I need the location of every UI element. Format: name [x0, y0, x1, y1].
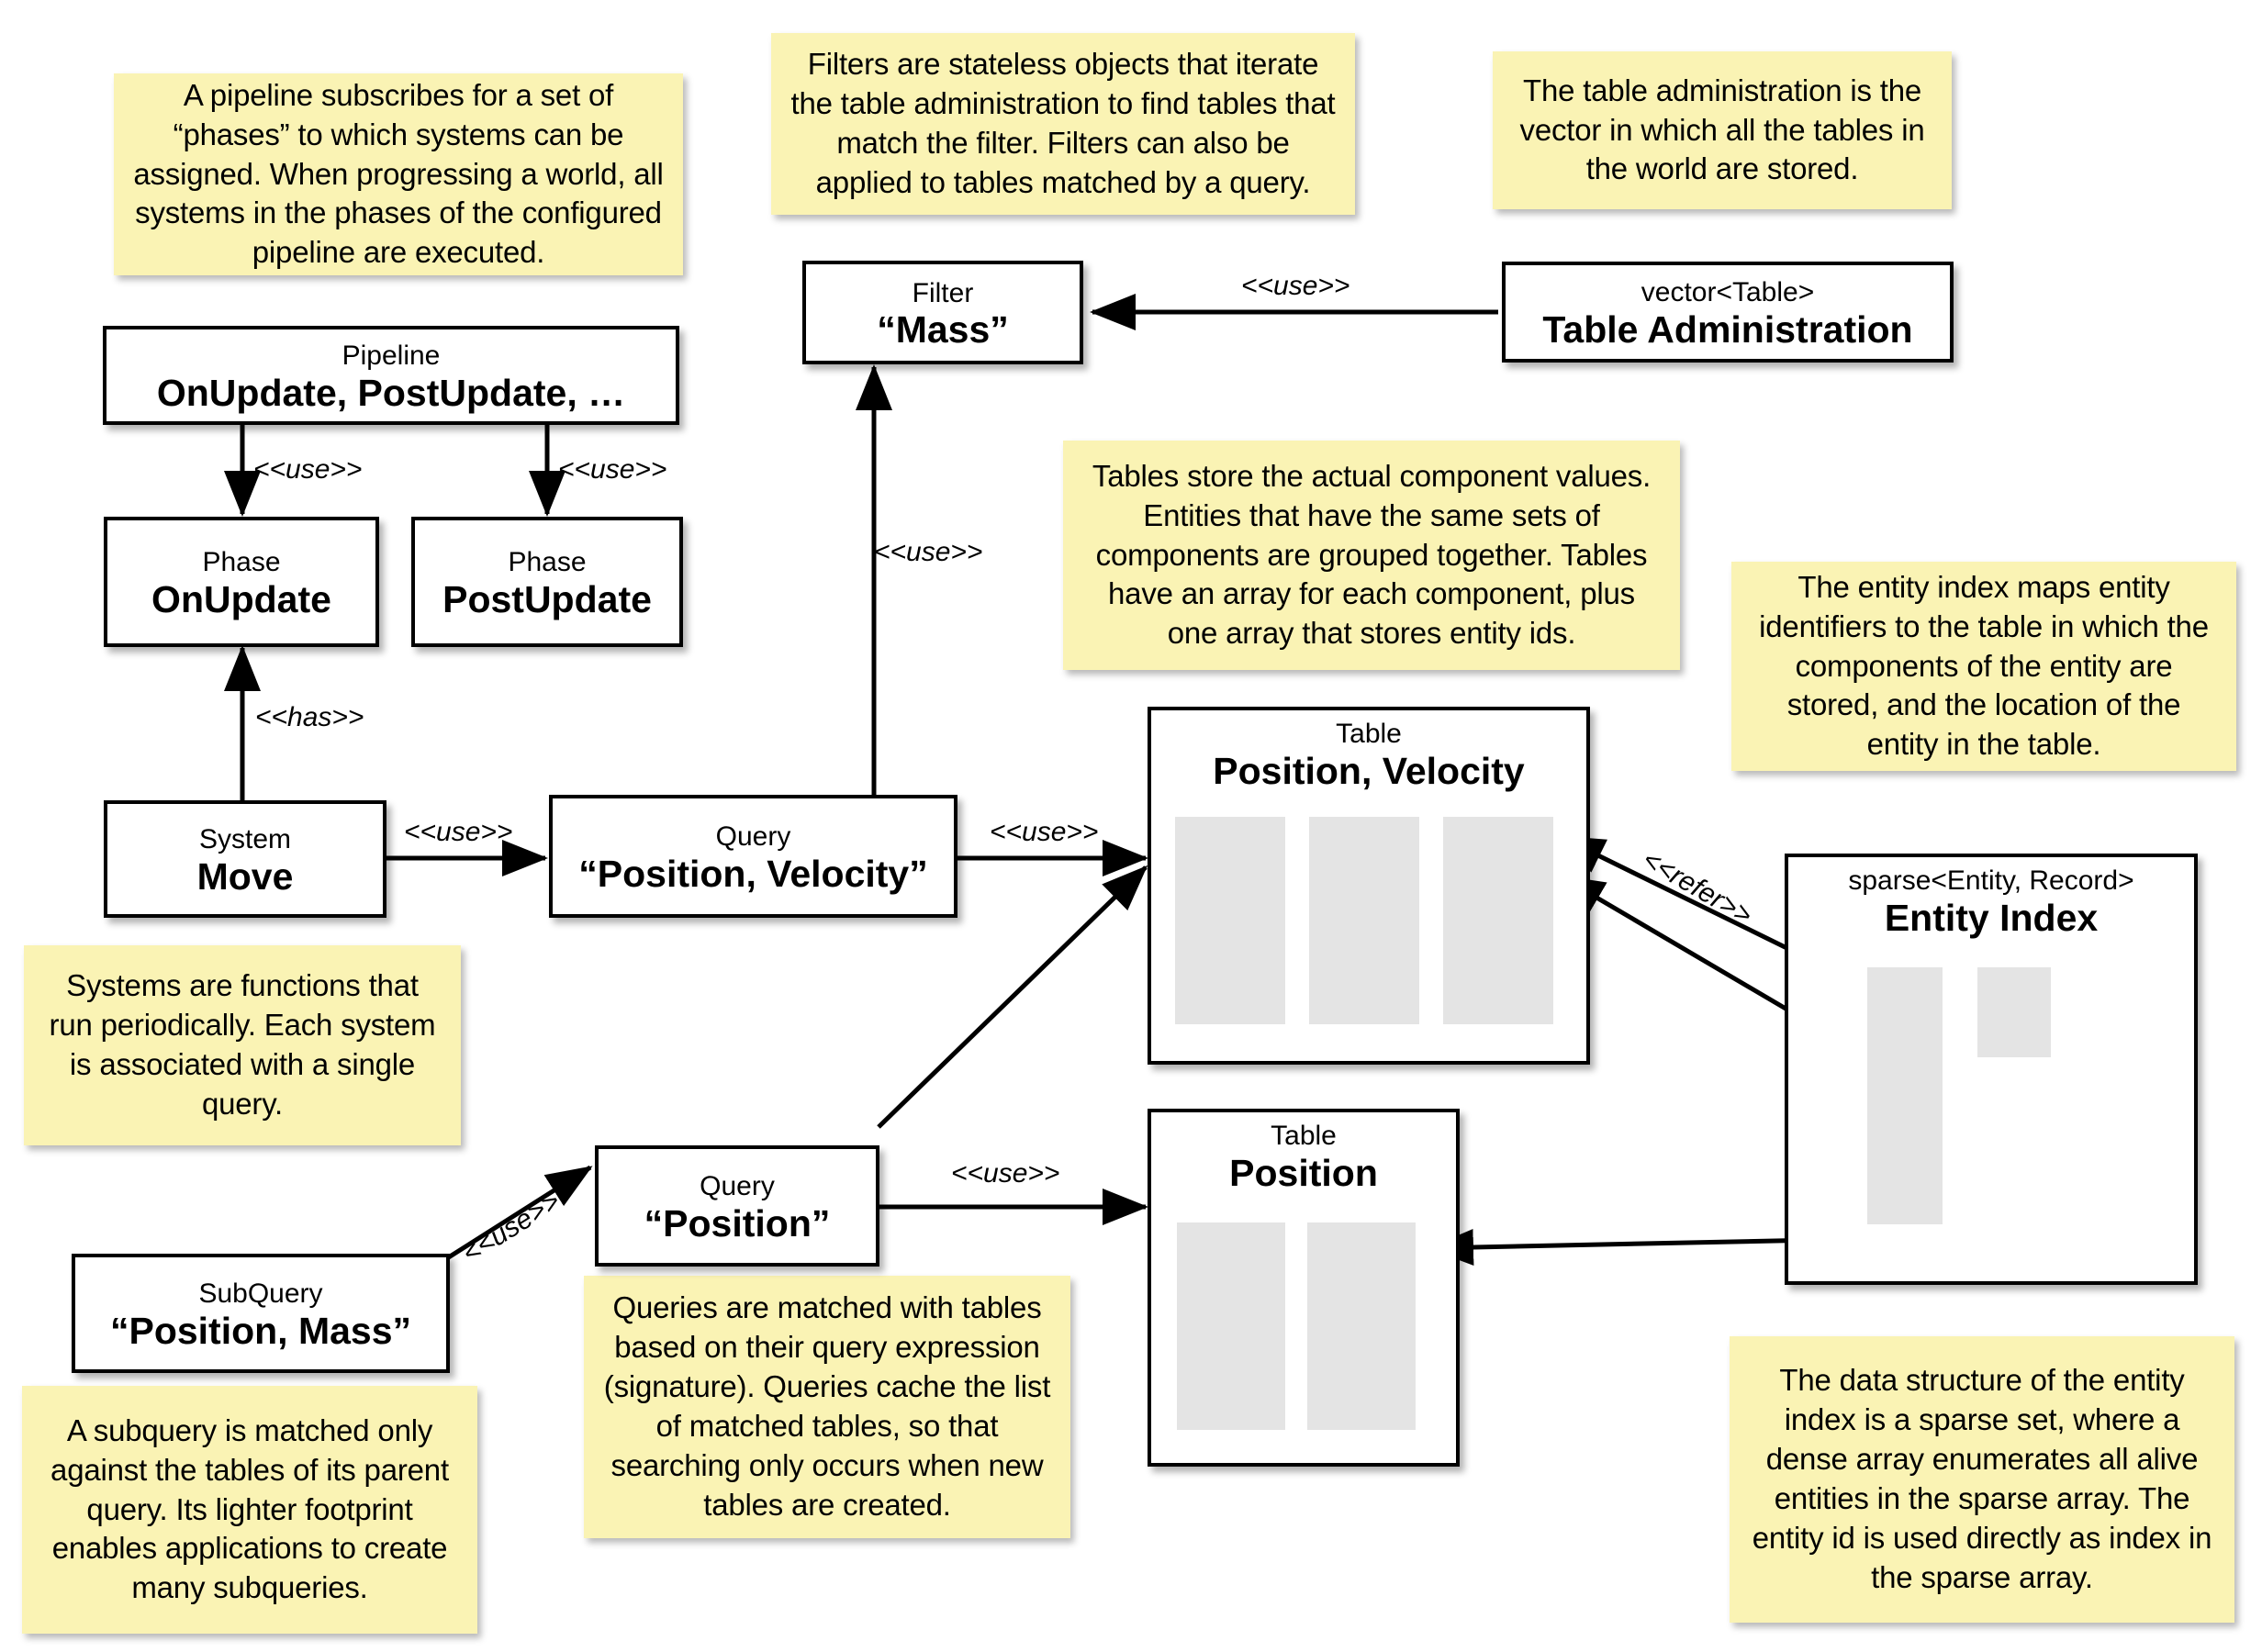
label-pipeline-onupdate: <<use>>: [253, 454, 363, 485]
box-subquery-position-mass-name: “Position, Mass”: [109, 1309, 412, 1352]
box-pipeline[interactable]: Pipeline OnUpdate, PostUpdate, …: [103, 326, 679, 425]
label-query-filter: <<use>>: [874, 537, 983, 567]
table-position-columns: [1177, 1222, 1416, 1430]
box-filter-mass-name: “Mass”: [877, 308, 1009, 352]
table-column: [1177, 1222, 1285, 1430]
box-system-move-stereotype: System: [198, 824, 292, 855]
sparse-array-column: [1867, 967, 1943, 1224]
box-table-position-name: Position: [1229, 1151, 1378, 1194]
note-entity-index: The entity index maps entity identifiers…: [1731, 562, 2236, 771]
box-pipeline-stereotype: Pipeline: [342, 340, 441, 372]
box-table-administration[interactable]: vector<Table> Table Administration: [1502, 262, 1954, 363]
box-subquery-position-mass-stereotype: SubQuery: [198, 1278, 323, 1310]
label-system-query: <<use>>: [404, 817, 513, 847]
note-sparse-set: The data structure of the entity index i…: [1730, 1336, 2234, 1623]
box-query-position[interactable]: Query “Position”: [595, 1145, 879, 1267]
label-queryposition-table: <<use>>: [951, 1158, 1060, 1189]
box-subquery-position-mass[interactable]: SubQuery “Position, Mass”: [72, 1254, 450, 1373]
box-table-position-velocity-stereotype: Table: [1336, 719, 1402, 749]
box-system-move[interactable]: System Move: [104, 800, 386, 918]
note-tables: Tables store the actual component values…: [1063, 441, 1680, 670]
label-system-phase: <<has>>: [255, 702, 364, 732]
box-phase-postupdate-name: PostUpdate: [442, 577, 652, 620]
box-query-position-name: “Position”: [644, 1201, 831, 1245]
table-column: [1307, 1222, 1416, 1430]
box-query-position-velocity[interactable]: Query “Position, Velocity”: [549, 795, 957, 918]
table-position-velocity-columns: [1175, 817, 1553, 1024]
box-entity-index-stereotype: sparse<Entity, Record>: [1848, 865, 2134, 896]
dense-array-column: [1977, 967, 2051, 1057]
box-table-position-velocity[interactable]: Table Position, Velocity: [1148, 707, 1590, 1065]
label-tableadmin-filter: <<use>>: [1241, 271, 1350, 301]
box-phase-onupdate-name: OnUpdate: [151, 577, 331, 620]
box-phase-onupdate-stereotype: Phase: [202, 547, 281, 578]
box-table-position[interactable]: Table Position: [1148, 1109, 1460, 1467]
box-query-position-velocity-name: “Position, Velocity”: [578, 852, 928, 895]
box-entity-index-name: Entity Index: [1884, 896, 2099, 939]
note-table-administration: The table administration is the vector i…: [1493, 51, 1952, 209]
box-phase-postupdate[interactable]: Phase PostUpdate: [411, 517, 683, 647]
box-pipeline-name: OnUpdate, PostUpdate, …: [156, 371, 626, 414]
note-queries: Queries are matched with tables based on…: [584, 1276, 1070, 1538]
box-table-administration-name: Table Administration: [1542, 307, 1913, 351]
note-systems: Systems are functions that run periodica…: [24, 945, 461, 1145]
box-query-position-stereotype: Query: [700, 1171, 775, 1202]
box-phase-onupdate[interactable]: Phase OnUpdate: [104, 517, 379, 647]
box-phase-postupdate-stereotype: Phase: [508, 547, 587, 578]
box-system-move-name: Move: [196, 854, 294, 898]
note-filter: Filters are stateless objects that itera…: [771, 33, 1355, 215]
label-pipeline-postupdate: <<use>>: [558, 454, 667, 485]
table-column: [1309, 817, 1419, 1024]
box-filter-mass-stereotype: Filter: [912, 277, 974, 308]
box-table-administration-stereotype: vector<Table>: [1641, 277, 1815, 308]
box-filter-mass[interactable]: Filter “Mass”: [802, 261, 1083, 364]
box-table-position-stereotype: Table: [1271, 1121, 1337, 1151]
label-subquery-query: <<use>>: [457, 1186, 566, 1269]
box-entity-index[interactable]: sparse<Entity, Record> Entity Index: [1785, 854, 2198, 1285]
table-column: [1443, 817, 1553, 1024]
box-table-position-velocity-name: Position, Velocity: [1213, 749, 1525, 792]
label-entityindex-table: <<refer>>: [1637, 844, 1758, 932]
note-subquery: A subquery is matched only against the t…: [22, 1386, 477, 1634]
note-pipeline: A pipeline subscribes for a set of “phas…: [114, 73, 683, 275]
table-column: [1175, 817, 1285, 1024]
label-query-table-pv: <<use>>: [990, 817, 1099, 847]
box-query-position-velocity-stereotype: Query: [715, 821, 791, 853]
